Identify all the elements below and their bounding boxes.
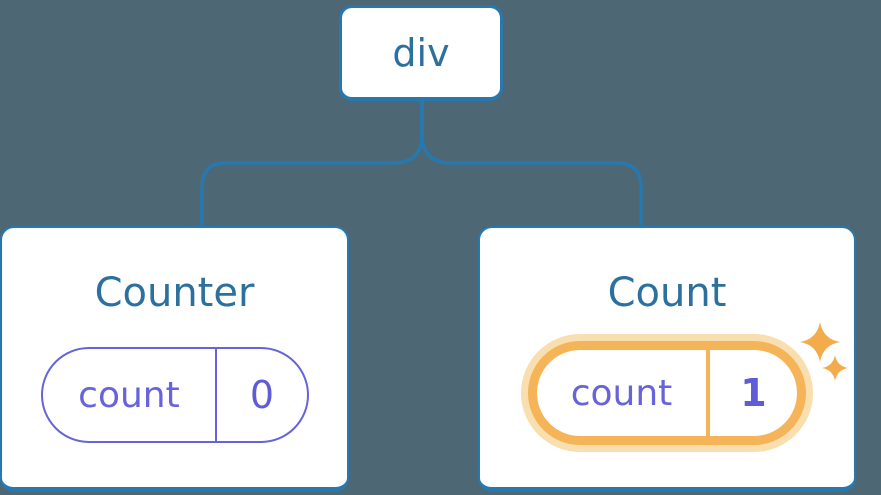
pill-divider: [705, 350, 710, 436]
state-pill: count 0: [40, 347, 309, 443]
state-value: 0: [249, 373, 275, 417]
component-title: Count: [607, 270, 727, 316]
state-value: 1: [740, 371, 767, 415]
state-key: count: [570, 372, 673, 414]
component-card-count: Count count 1: [478, 226, 856, 492]
component-card-counter: Counter count 0: [0, 226, 349, 492]
state-pill-highlighted: count 1: [528, 341, 806, 445]
component-title: Counter: [94, 270, 255, 316]
state-key: count: [78, 374, 180, 416]
pill-divider: [215, 349, 218, 441]
sparkles-icon: [800, 322, 848, 381]
root-node-div: div: [339, 5, 503, 101]
root-node-label: div: [392, 30, 450, 75]
